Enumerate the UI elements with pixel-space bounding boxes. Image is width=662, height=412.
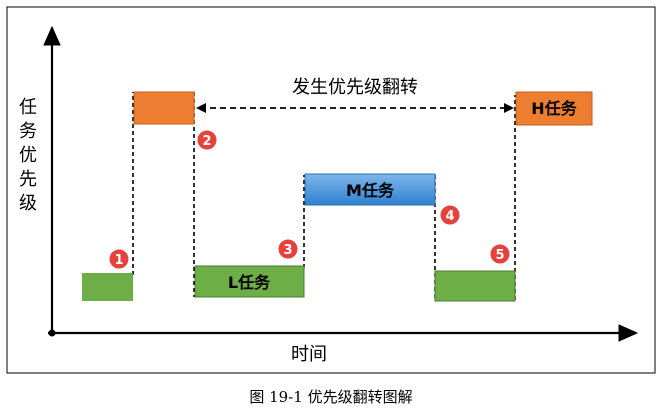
dashed-connectors [132, 92, 516, 300]
marker-1: 1 [108, 248, 130, 270]
marker-3: 3 [277, 238, 299, 260]
svg-text:优: 优 [19, 145, 37, 166]
h-task-block-1 [133, 91, 195, 125]
marker-4: 4 [439, 204, 461, 226]
l-task-block-3 [434, 270, 516, 302]
svg-text:1: 1 [114, 253, 123, 268]
svg-text:级: 级 [19, 193, 37, 214]
svg-text:任: 任 [19, 97, 37, 118]
svg-text:3: 3 [283, 243, 292, 258]
svg-text:4: 4 [445, 209, 454, 224]
l-task-block-1 [82, 273, 133, 301]
l-task-block-2 [194, 265, 305, 298]
x-axis-label: 时间 [291, 344, 327, 365]
svg-text:先: 先 [19, 169, 37, 190]
marker-5: 5 [489, 243, 511, 265]
h-task-label: H任务 [531, 99, 577, 118]
figure-caption: 图 19-1 优先级翻转图解 [249, 388, 413, 406]
svg-text:务: 务 [19, 121, 37, 142]
marker-2: 2 [196, 129, 218, 151]
m-task-block [304, 173, 436, 206]
y-axis-label: 任 务 优 先 级 [19, 97, 37, 214]
l-task-label: L任务 [228, 273, 271, 292]
h-task-block-2 [515, 91, 593, 126]
inversion-arrowhead-right [504, 103, 514, 113]
svg-text:2: 2 [202, 134, 211, 149]
m-task-label: M任务 [346, 181, 395, 200]
svg-text:5: 5 [495, 248, 504, 263]
inversion-label: 发生优先级翻转 [292, 77, 418, 98]
inversion-arrowhead-left [196, 103, 206, 113]
axis-origin [48, 329, 56, 337]
